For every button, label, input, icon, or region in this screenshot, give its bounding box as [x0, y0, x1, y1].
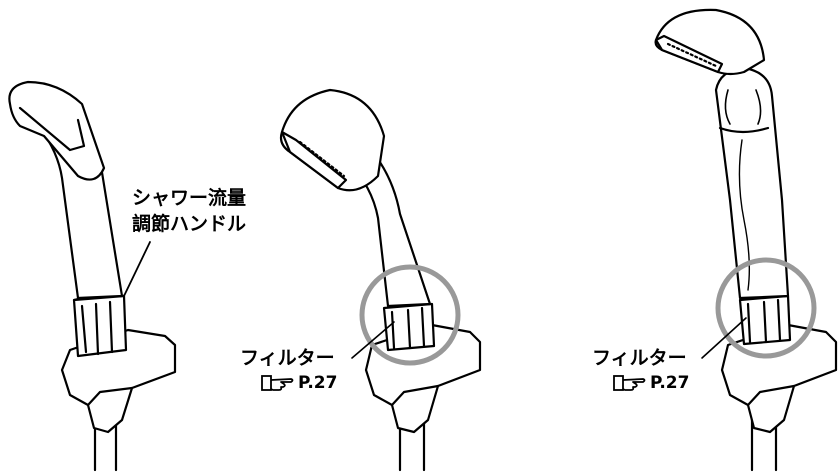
shower-flow-handle-label-line1: シャワー流量	[132, 187, 247, 209]
handle-leader-line-1	[123, 241, 151, 297]
shower-flow-handle-label-line2: 調節ハンドル	[132, 213, 247, 235]
pointing-hand-icon	[261, 374, 295, 392]
page-reference-3[interactable]: P.27	[613, 373, 689, 393]
shower-head-1	[8, 80, 177, 472]
filter-leader-line-2	[351, 321, 395, 359]
filter-label-2: フィルター	[240, 347, 335, 369]
shower-head-3	[654, 8, 838, 472]
page-reference-2[interactable]: P.27	[261, 373, 337, 393]
pointing-hand-icon	[613, 374, 647, 392]
page-reference-text: P.27	[298, 373, 338, 393]
shower-head-2	[279, 88, 482, 472]
page-reference-text: P.27	[650, 373, 690, 393]
filter-label-3: フィルター	[592, 347, 687, 369]
filter-highlight-circle-2	[359, 264, 461, 366]
filter-leader-line-3	[701, 317, 747, 359]
filter-highlight-circle-3	[715, 257, 817, 359]
